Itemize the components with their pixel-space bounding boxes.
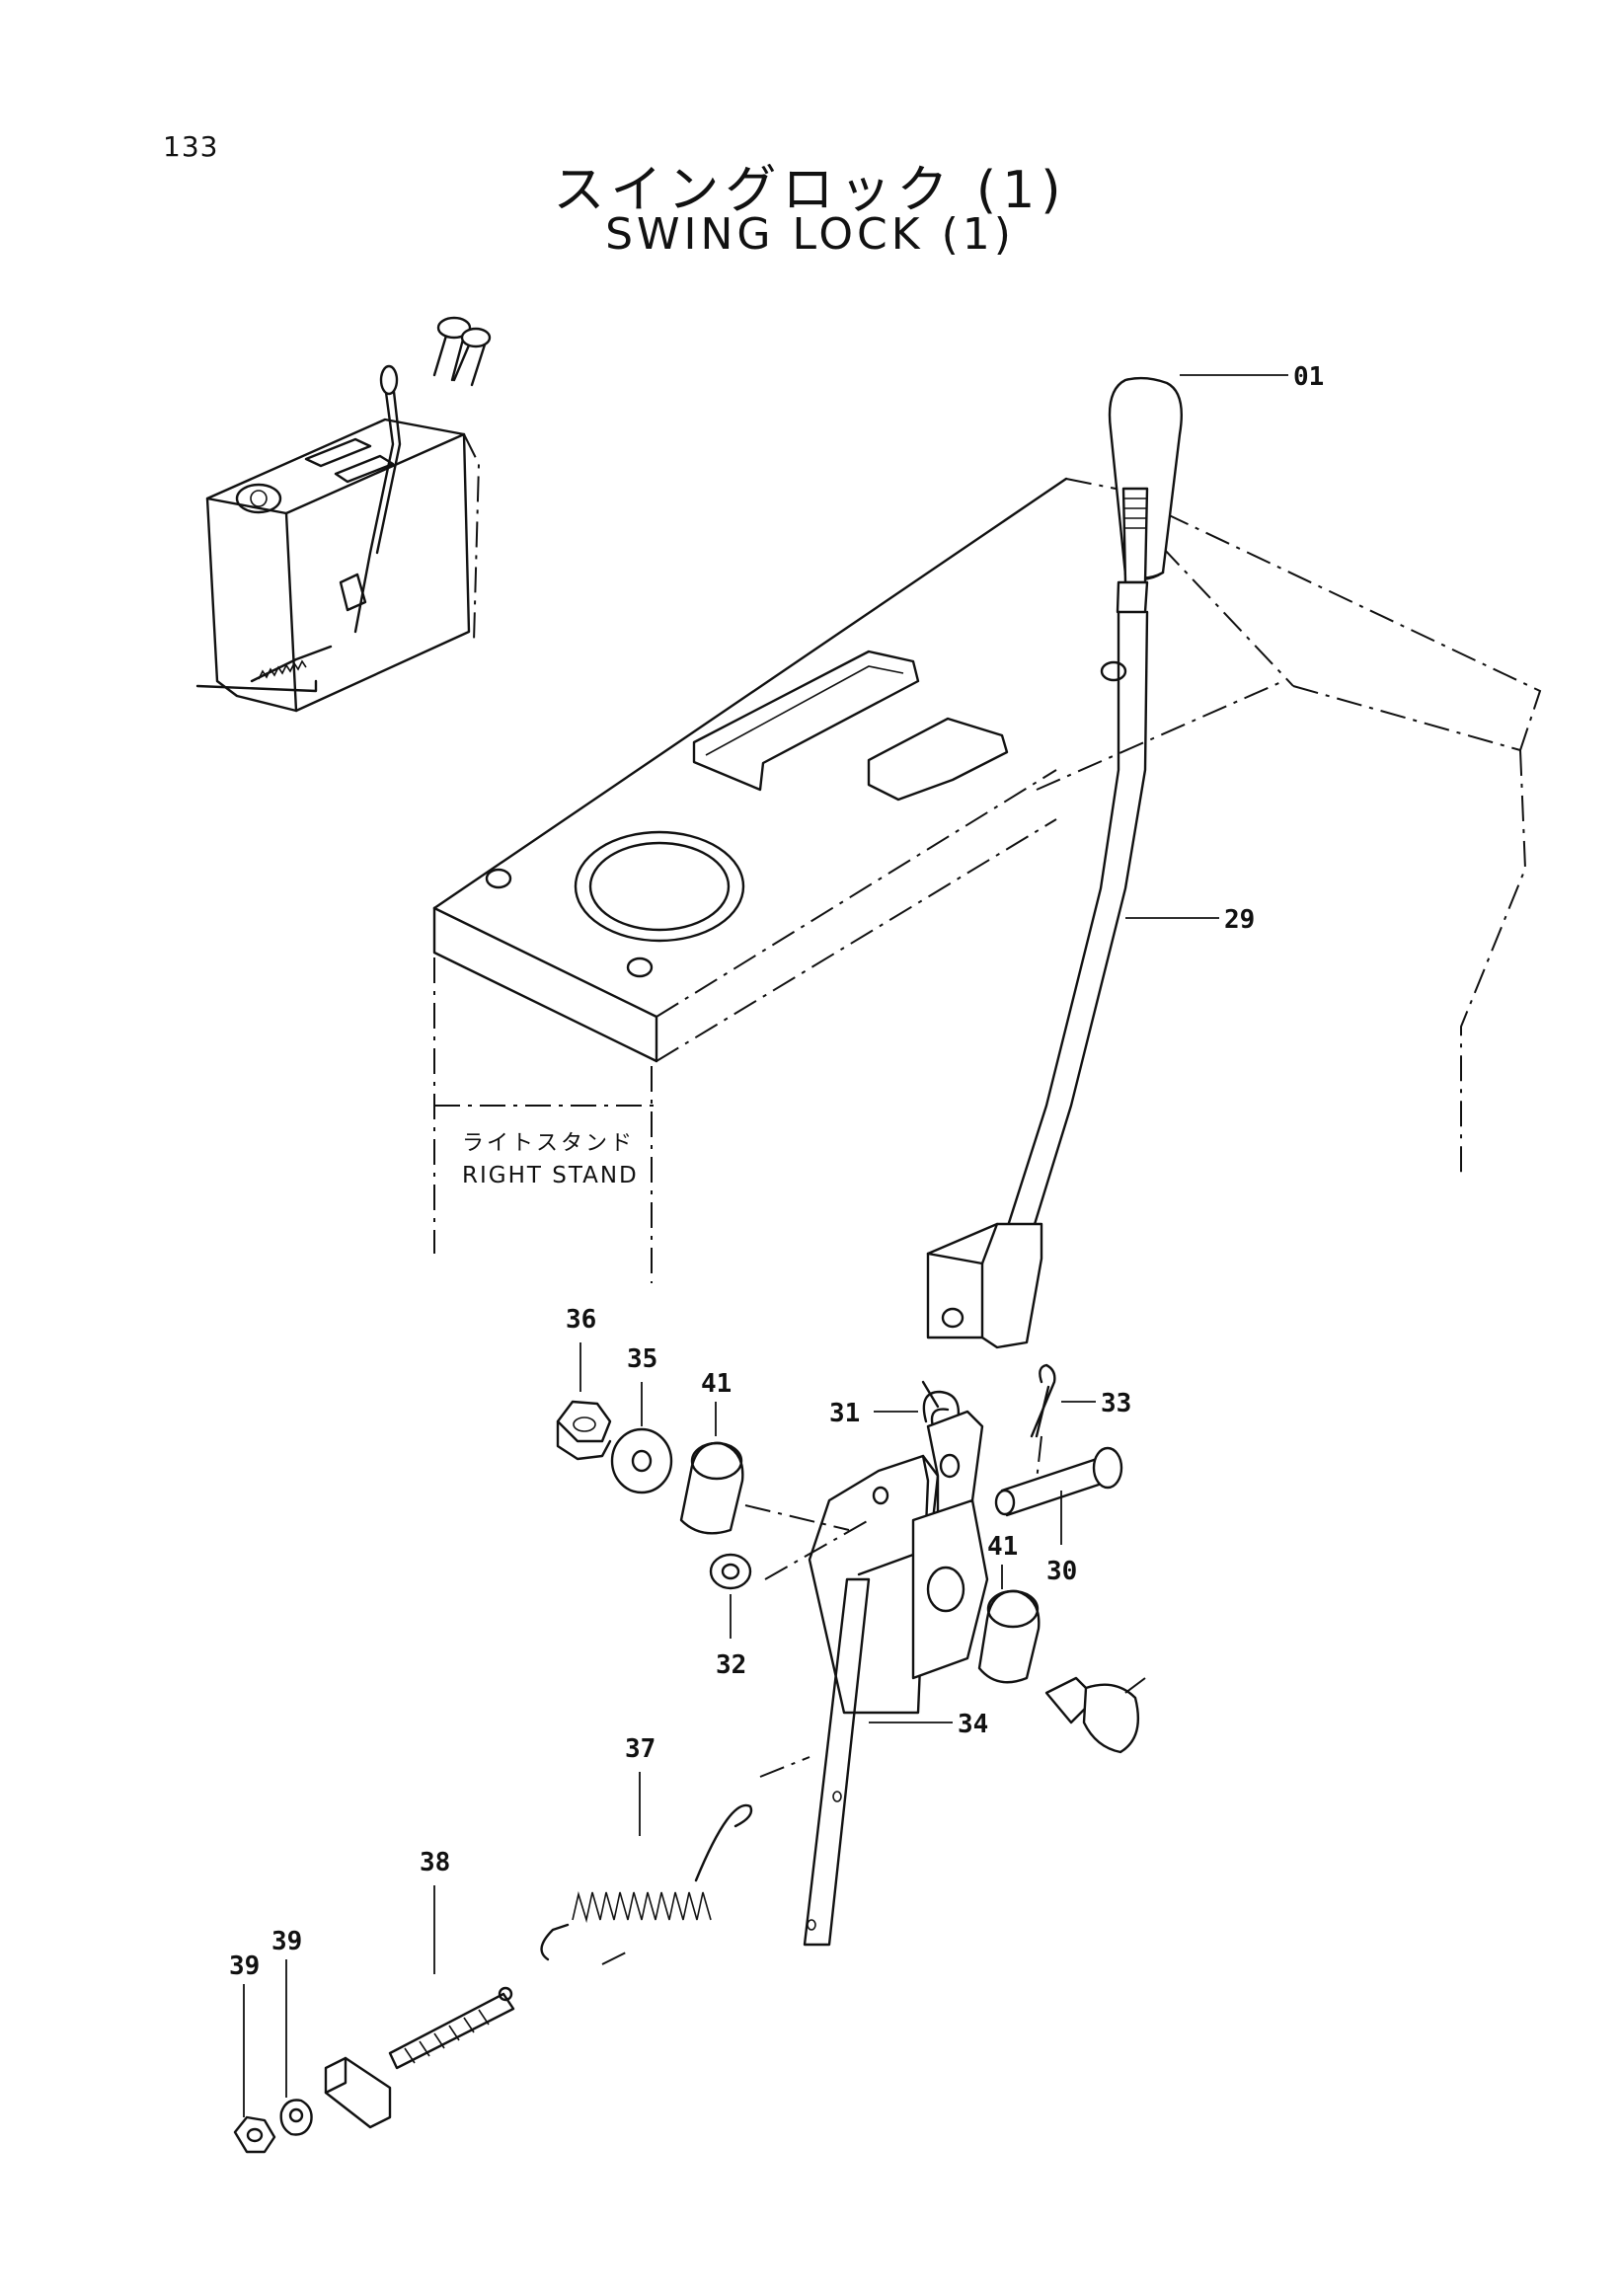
callout-35: 35 (627, 1344, 657, 1374)
callout-29: 29 (1224, 905, 1255, 935)
location-thumbnail (195, 316, 492, 713)
right-stand-label-japanese: ライトスタンド (462, 1131, 636, 1156)
callout-39-lower: 39 (229, 1952, 260, 1981)
callout-01: 01 (1293, 362, 1324, 392)
page-title-english: SWING LOCK (1) (605, 209, 1015, 260)
callout-38: 38 (420, 1848, 450, 1877)
callout-39-upper: 39 (271, 1927, 302, 1956)
callout-33: 33 (1101, 1389, 1131, 1418)
page-number: 133 (163, 130, 219, 163)
callout-34: 34 (958, 1710, 988, 1739)
callout-37: 37 (625, 1734, 656, 1764)
page-title-japanese: スイングロック (1) (553, 161, 1067, 220)
callout-30: 30 (1046, 1557, 1077, 1586)
callout-31: 31 (829, 1399, 860, 1428)
callout-36: 36 (566, 1305, 596, 1335)
hardware-parts (233, 1363, 1146, 2154)
lever-assembly (926, 376, 1184, 1349)
right-stand-outline (432, 477, 1542, 1283)
callout-leaders (243, 374, 1288, 2117)
callout-numbers: 01 29 30 31 32 33 34 35 36 37 38 39 39 4… (229, 362, 1324, 1981)
callout-41-right: 41 (987, 1532, 1018, 1562)
right-stand-label-english: RIGHT STAND (462, 1163, 639, 1188)
callout-41-left: 41 (701, 1369, 732, 1399)
callout-32: 32 (716, 1650, 746, 1680)
